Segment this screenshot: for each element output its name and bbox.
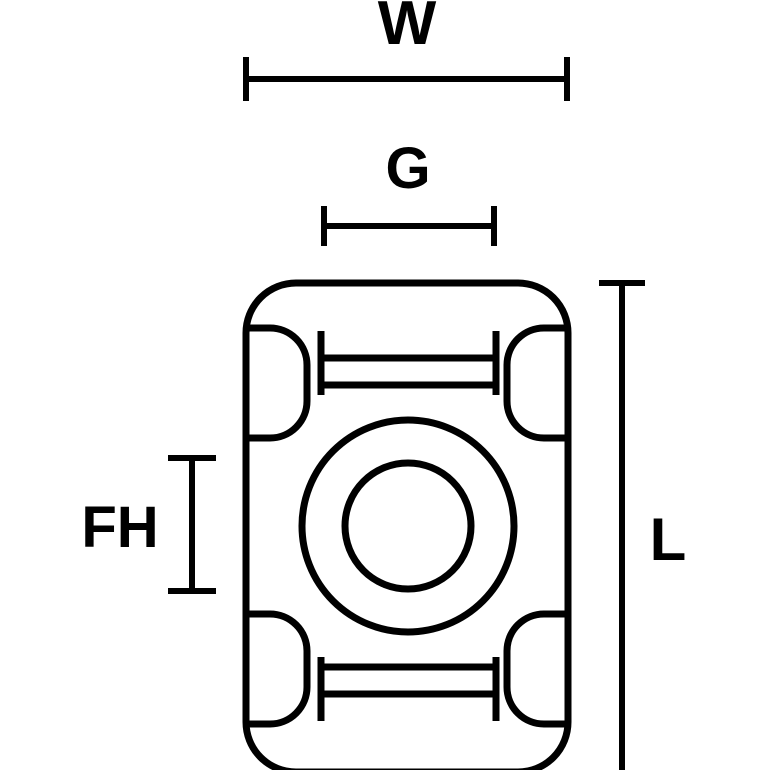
corner-pocket-bottom-left <box>246 610 311 728</box>
dimension-fh <box>168 455 216 594</box>
dimension-l <box>599 280 645 770</box>
mount-hole-outer-circle <box>298 416 518 636</box>
dimension-g <box>321 206 497 246</box>
tie-slot-bottom <box>317 657 500 721</box>
mount-body-outline <box>242 279 572 770</box>
dimension-g-label: G <box>385 136 430 201</box>
corner-pocket-top-right <box>503 324 568 442</box>
label-group: W G FH L <box>81 0 686 573</box>
tie-slot-top <box>317 331 500 395</box>
dimension-fh-label: FH <box>81 495 158 560</box>
corner-pocket-top-left <box>246 324 311 442</box>
corner-pocket-bottom-right <box>503 610 568 728</box>
dimension-w-label: W <box>378 0 437 58</box>
line-art-group <box>168 57 645 770</box>
dimension-w <box>243 57 570 101</box>
mount-hole-inner-circle <box>341 459 475 593</box>
dimension-l-label: L <box>650 506 687 573</box>
